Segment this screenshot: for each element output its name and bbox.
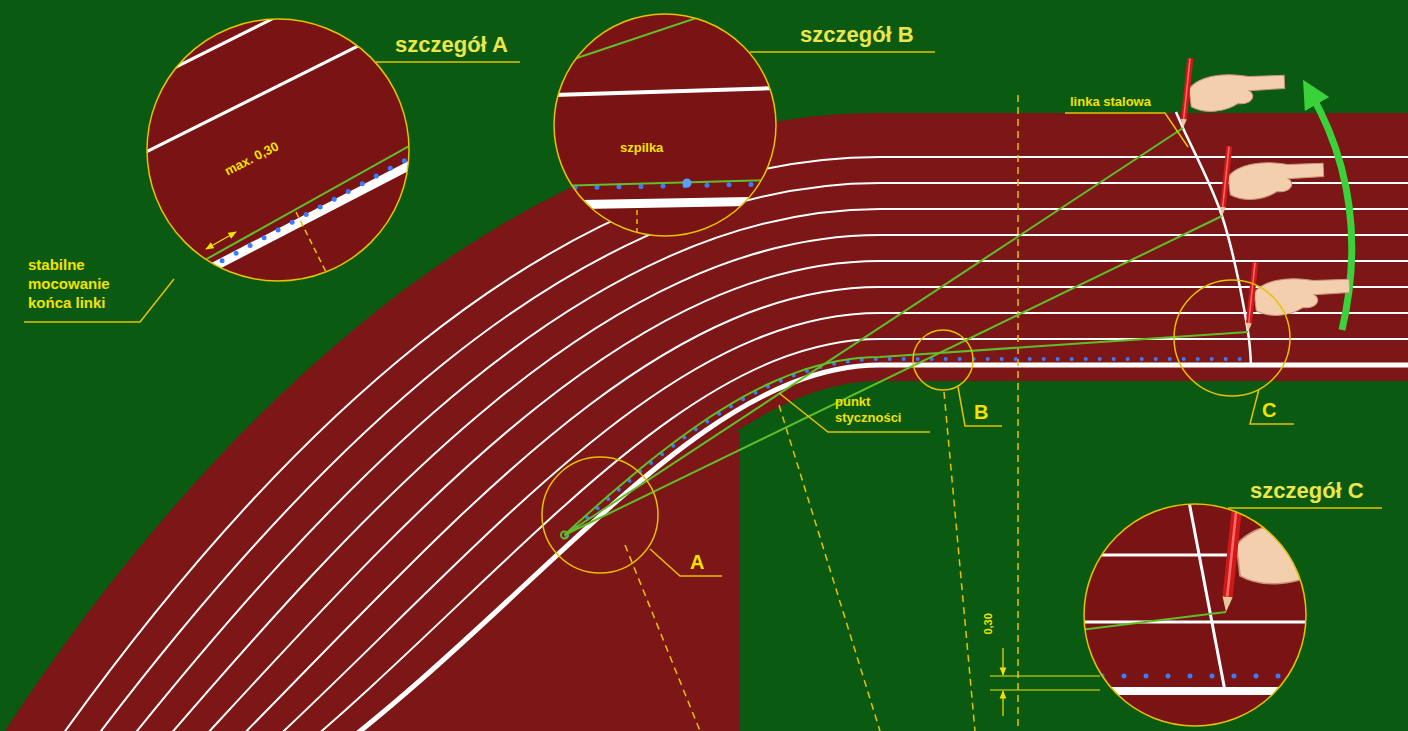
detail-outline <box>1084 504 1306 726</box>
radial-dashes <box>944 392 975 731</box>
detail-outline <box>553 13 777 237</box>
detail-note: max. 0,30 <box>222 138 281 178</box>
leader-line <box>779 393 930 432</box>
detail-b-content <box>553 88 777 95</box>
inner-edge-line <box>310 365 1408 731</box>
dimension-0-30 <box>1002 648 1003 675</box>
note: stabilne mocowanie końca linki <box>28 256 128 312</box>
lane-line <box>106 209 1408 731</box>
detail-b-content <box>565 0 765 62</box>
detail-a-content <box>174 271 182 279</box>
detail-outline <box>1083 503 1307 727</box>
detail-marker <box>542 457 658 573</box>
lane-line <box>242 313 1408 731</box>
detail-a-content <box>140 10 420 290</box>
callout-letter: A <box>690 550 704 575</box>
wire-anchor <box>561 532 568 539</box>
leader-line <box>750 51 935 53</box>
hand-pencil <box>1245 262 1352 342</box>
detail-c-content <box>1183 470 1225 691</box>
radial-dashes <box>625 545 700 731</box>
detail-b-content <box>636 210 638 240</box>
detail-marker <box>1174 280 1290 396</box>
detail-b-content <box>683 179 692 188</box>
detail-marker <box>913 330 973 390</box>
detail-c-content <box>1080 470 1402 730</box>
leader-line <box>1065 113 1188 147</box>
detail-b-content <box>550 10 780 240</box>
detail-note: szpilka <box>620 140 663 156</box>
leader-line <box>650 549 722 576</box>
detail-b-content <box>553 180 777 186</box>
detail-heading: szczegół A <box>395 32 508 58</box>
detail-circle: szczegół Bszpilka <box>553 13 777 237</box>
detail-circle: szczegół Amax. 0,30 <box>146 18 410 282</box>
hand-pencil <box>1180 58 1287 138</box>
dimension-0-30 <box>990 648 1100 716</box>
detail-outline <box>554 14 776 236</box>
radial-dashes <box>779 405 880 731</box>
detail-circle: szczegół C <box>1083 503 1307 727</box>
lane-line <box>174 261 1408 731</box>
dimension-0-30 <box>990 689 1100 690</box>
lane-line <box>276 339 1408 731</box>
detail-a-content <box>296 212 350 320</box>
note: linka stalowa <box>1070 94 1151 110</box>
hand-pencil <box>1219 146 1326 226</box>
detail-outline <box>147 19 409 281</box>
detail-a-content <box>180 152 420 284</box>
detail-c-content <box>1080 612 1226 630</box>
leader-line <box>376 61 520 63</box>
detail-a-content <box>120 0 330 95</box>
radial-dashes <box>1017 95 1019 731</box>
steel-wire <box>564 216 1222 535</box>
steel-wire <box>564 332 1248 535</box>
lane-line <box>208 287 1408 731</box>
detail-c-content <box>1221 493 1403 629</box>
callout-letter: C <box>1262 398 1276 423</box>
dimension-0-30 <box>990 675 1100 676</box>
marked-arc <box>1176 112 1251 366</box>
detail-a-content <box>178 140 420 275</box>
detail-a-content <box>140 160 420 305</box>
leader-line <box>1228 507 1382 509</box>
dimension: 0,30 <box>982 613 996 634</box>
detail-c-content <box>1080 674 1310 679</box>
detail-heading: szczegół B <box>800 22 914 48</box>
detail-b-content <box>550 0 780 240</box>
detail-heading: szczegół C <box>1250 478 1364 504</box>
lane-line <box>140 235 1408 731</box>
leader-line <box>958 387 1002 426</box>
pin-row <box>567 359 1250 536</box>
callout-letter: B <box>974 400 988 425</box>
dimension-0-30 <box>1002 691 1003 716</box>
detail-c-content <box>1080 621 1310 624</box>
hand-pencil <box>1180 58 1352 342</box>
detail-a-content <box>120 0 420 320</box>
detail-a-content <box>206 232 236 249</box>
note: punkt styczności <box>835 394 927 427</box>
leader-line <box>1250 389 1294 424</box>
